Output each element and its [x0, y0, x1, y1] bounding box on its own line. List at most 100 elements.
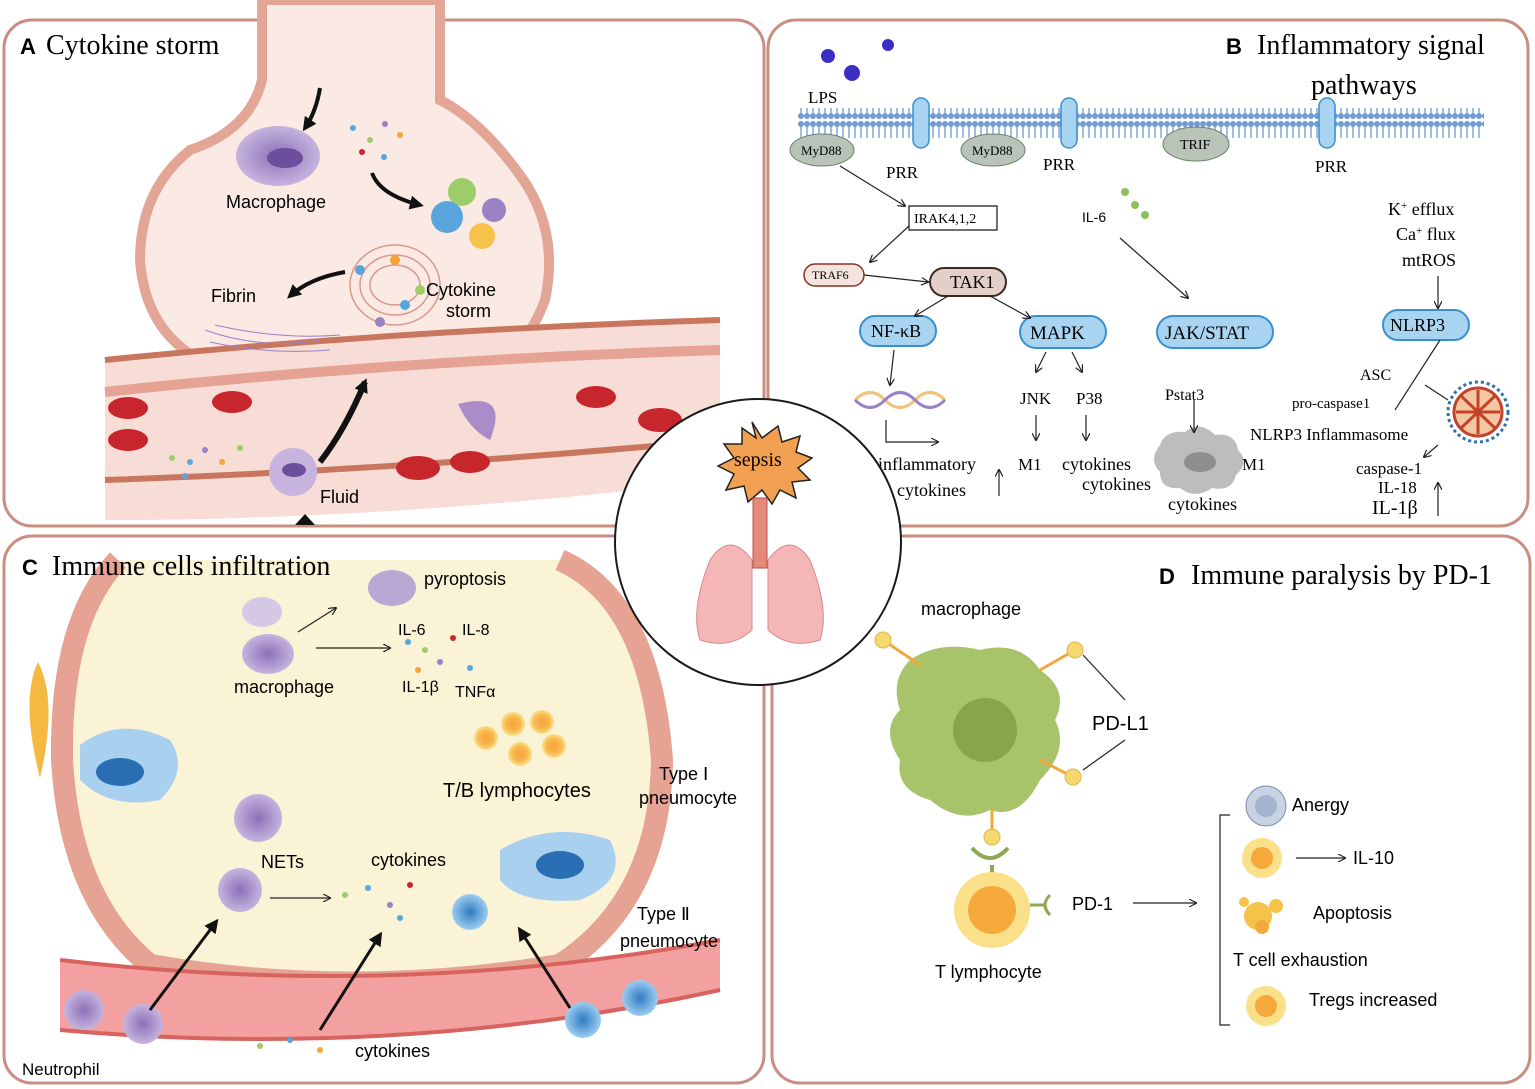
- label-type2-2: pneumocyte: [620, 931, 718, 951]
- panel-b-letter: B: [1226, 34, 1242, 59]
- sepsis-star: [716, 421, 814, 506]
- label-k-efflux: K+ efflux: [1388, 199, 1454, 219]
- label-type1-1: Type Ⅰ: [659, 764, 708, 784]
- label-exhaustion: T cell exhaustion: [1233, 950, 1368, 970]
- panel-b-title-1: Inflammatory signal: [1257, 30, 1485, 61]
- label-pdl1: PD-L1: [1092, 713, 1149, 735]
- label-type1-2: pneumocyte: [639, 788, 737, 808]
- label-nets: NETs: [261, 852, 304, 872]
- trif-oval: [1162, 126, 1230, 162]
- cell-membrane: [798, 108, 1484, 138]
- label-il8-c: IL-8: [462, 622, 490, 639]
- label-tnfa: TNFα: [455, 684, 495, 701]
- mapk-pill: [1019, 315, 1107, 349]
- nlrp3-pill: [1382, 309, 1470, 341]
- panel-d: D Immune paralysis by PD-1 macrophage PD…: [874, 560, 1492, 1026]
- irak-box: [908, 205, 998, 231]
- label-cytokine-storm-1: Cytokine: [426, 280, 496, 300]
- lps-molecules: [821, 39, 894, 81]
- label-jakstat: JAK/STAT: [1165, 323, 1249, 344]
- panel-c-title: Immune cells infiltration: [52, 551, 330, 582]
- label-pyroptosis: pyroptosis: [424, 569, 506, 589]
- prr-receptor-2: [1060, 97, 1078, 149]
- tb-lymphocytes: [474, 710, 566, 766]
- label-apoptosis: Apoptosis: [1313, 903, 1392, 923]
- label-tregs: Tregs increased: [1309, 990, 1437, 1010]
- dna-helix-icon: [853, 391, 947, 409]
- label-irak: IRAK4,1,2: [914, 212, 976, 227]
- panel-a: A Cytokine storm Macrophage Fibrin Cytok…: [20, 0, 721, 525]
- label-il6-c: IL-6: [398, 622, 426, 639]
- lungs-icon: [696, 497, 824, 644]
- label-type2-1: Type Ⅱ: [637, 904, 690, 924]
- label-cytokine-storm-2: storm: [446, 301, 491, 321]
- panel-d-letter: D: [1159, 564, 1175, 589]
- fibrin-strands: [204, 324, 341, 352]
- label-inflam-2: cytokines: [897, 480, 966, 500]
- label-sepsis: sepsis: [734, 449, 782, 471]
- label-cytokines-b2: cytokines: [1082, 474, 1151, 494]
- label-fibrin: Fibrin: [211, 286, 256, 306]
- label-trif: TRIF: [1180, 138, 1211, 153]
- label-macrophage-c: macrophage: [234, 677, 334, 697]
- myd88-oval-1: [789, 133, 855, 167]
- label-myd88-1: MyD88: [801, 143, 841, 158]
- label-mtros: mtROS: [1402, 250, 1456, 270]
- label-tak1: TAK1: [950, 272, 995, 292]
- label-pd1: PD-1: [1072, 894, 1113, 914]
- label-mapk: MAPK: [1030, 323, 1085, 344]
- panel-a-letter: A: [20, 34, 36, 59]
- label-caspase1: caspase-1: [1356, 459, 1422, 478]
- label-myd88-2: MyD88: [972, 143, 1012, 158]
- label-cytokines-b1: cytokines: [1062, 454, 1131, 474]
- label-prr-1: PRR: [886, 163, 919, 182]
- label-cytokines-c-top: cytokines: [371, 850, 446, 870]
- cytokine-dots-c: [257, 635, 473, 1053]
- panel-a-title: Cytokine storm: [46, 30, 220, 61]
- blood-vessel: [105, 320, 720, 520]
- label-prr-3: PRR: [1315, 157, 1348, 176]
- label-il18: IL-18: [1378, 478, 1417, 497]
- label-il1b-c: IL-1β: [402, 679, 439, 696]
- tak1-pill: [929, 267, 1007, 297]
- label-il6-b: IL-6: [1082, 209, 1106, 225]
- panel-d-title: Immune paralysis by PD-1: [1191, 560, 1492, 591]
- label-procaspase: pro-caspase1: [1292, 396, 1370, 412]
- label-il10: IL-10: [1353, 848, 1394, 868]
- red-blood-cells: [108, 386, 682, 480]
- panel-c-letter: C: [22, 555, 38, 580]
- panel-c: C Immune cells infiltration pyroptosis m…: [22, 549, 737, 1079]
- label-nlrp3: NLRP3: [1390, 315, 1445, 335]
- center-sepsis: sepsis: [614, 398, 902, 686]
- label-fluid: Fluid: [320, 487, 359, 507]
- label-p38: P38: [1076, 389, 1102, 408]
- label-m1-2: M1: [1242, 455, 1266, 474]
- label-neutrophil: Neutrophil: [22, 1060, 100, 1079]
- panel-b-title-2: pathways: [1311, 70, 1417, 101]
- label-inflammasome: NLRP3 Inflammasome: [1250, 425, 1408, 444]
- panel-b: B Inflammatory signal pathways LPS MyD88…: [789, 30, 1510, 519]
- label-lps: LPS: [808, 88, 837, 107]
- label-jnk: JNK: [1020, 389, 1052, 408]
- label-macrophage-a: Macrophage: [226, 192, 326, 212]
- label-prr-2: PRR: [1043, 155, 1076, 174]
- prr-receptor-3: [1318, 97, 1336, 149]
- label-anergy: Anergy: [1292, 795, 1349, 815]
- jakstat-pill: [1156, 315, 1274, 349]
- nfkb-pill: [859, 315, 937, 347]
- label-tb-lymphocytes: T/B lymphocytes: [443, 780, 591, 802]
- label-asc: ASC: [1360, 367, 1391, 384]
- label-traf6: TRAF6: [812, 268, 849, 282]
- label-inflam-1: inflammatory: [878, 454, 976, 474]
- label-macrophage-d: macrophage: [921, 599, 1021, 619]
- label-m1-1: M1: [1018, 455, 1042, 474]
- label-t-lymphocyte: T lymphocyte: [935, 962, 1042, 982]
- label-cytokines-b3: cytokines: [1168, 494, 1237, 514]
- label-il1b-b: IL-1β: [1372, 497, 1418, 519]
- label-nfkb: NF-κB: [871, 321, 921, 341]
- myd88-oval-2: [960, 133, 1026, 167]
- panel-b-frame: [766, 18, 1530, 528]
- label-ca-flux: Ca+ flux: [1396, 224, 1456, 244]
- label-cytokines-c-bottom: cytokines: [355, 1041, 430, 1061]
